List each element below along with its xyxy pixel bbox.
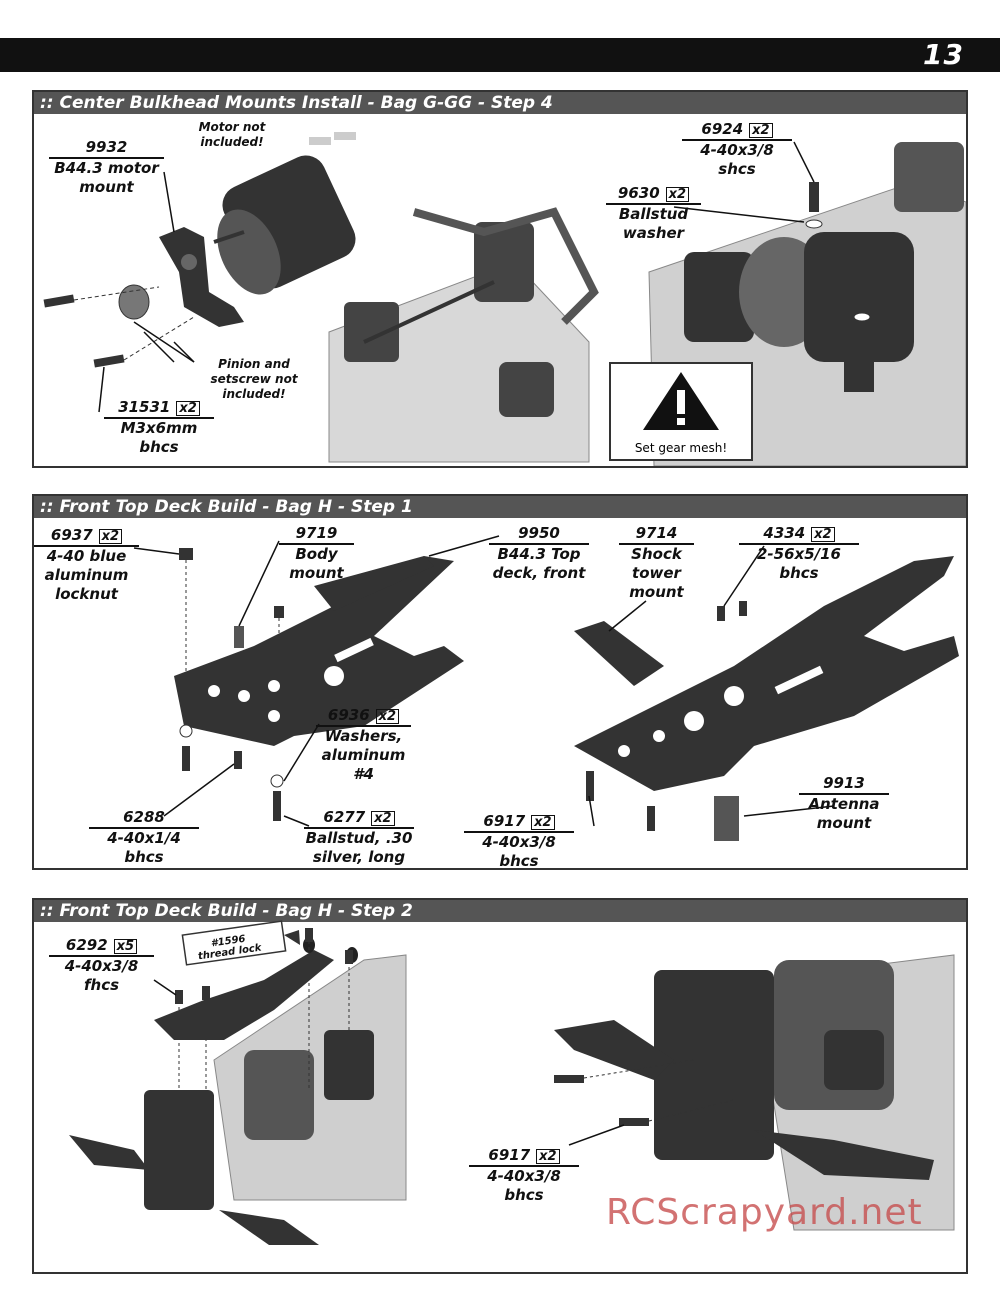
part-label-9932: 9932 B44.3 motor mount	[49, 138, 164, 197]
warning-icon	[643, 372, 719, 430]
panel-title: :: Front Top Deck Build - Bag H - Step 1	[34, 496, 966, 518]
top-deck-illustration	[133, 535, 959, 841]
part-label-6288: 6288 4-40x1/4 bhcs	[89, 808, 199, 867]
motor-mount-illustration	[43, 132, 966, 466]
watermark: RCScrapyard.net	[606, 1192, 923, 1233]
warning-box: Set gear mesh!	[609, 362, 753, 461]
top-deck-right	[574, 556, 959, 791]
part-label-9719: 9719 Body mount	[279, 524, 354, 583]
assembly-illustration	[69, 920, 955, 1245]
panel-motor-mount: :: Center Bulkhead Mounts Install - Bag …	[32, 90, 968, 468]
assembly-left	[69, 950, 374, 1245]
warning-text: Set gear mesh!	[634, 441, 728, 455]
note-motor-not-included: Motor not included!	[198, 120, 266, 149]
motor-drawing	[213, 132, 356, 295]
panel-title: :: Front Top Deck Build - Bag H - Step 2	[34, 900, 966, 922]
thread-lock-tube	[181, 920, 300, 966]
panel-top-deck-step1: :: Front Top Deck Build - Bag H - Step 1	[32, 494, 968, 870]
part-label-9714: 9714 Shock tower mount	[619, 524, 694, 602]
panel-top-deck-step2: :: Front Top Deck Build - Bag H - Step 2	[32, 898, 968, 1274]
panel-title: :: Center Bulkhead Mounts Install - Bag …	[34, 92, 966, 114]
part-label-9950: 9950 B44.3 Top deck, front	[489, 524, 589, 583]
page-number: 13	[923, 38, 964, 71]
part-label-9913: 9913 Antenna mount	[799, 774, 889, 833]
note-pinion-not-included: Pinion and setscrew not included!	[210, 357, 298, 401]
top-bar	[0, 38, 1000, 72]
